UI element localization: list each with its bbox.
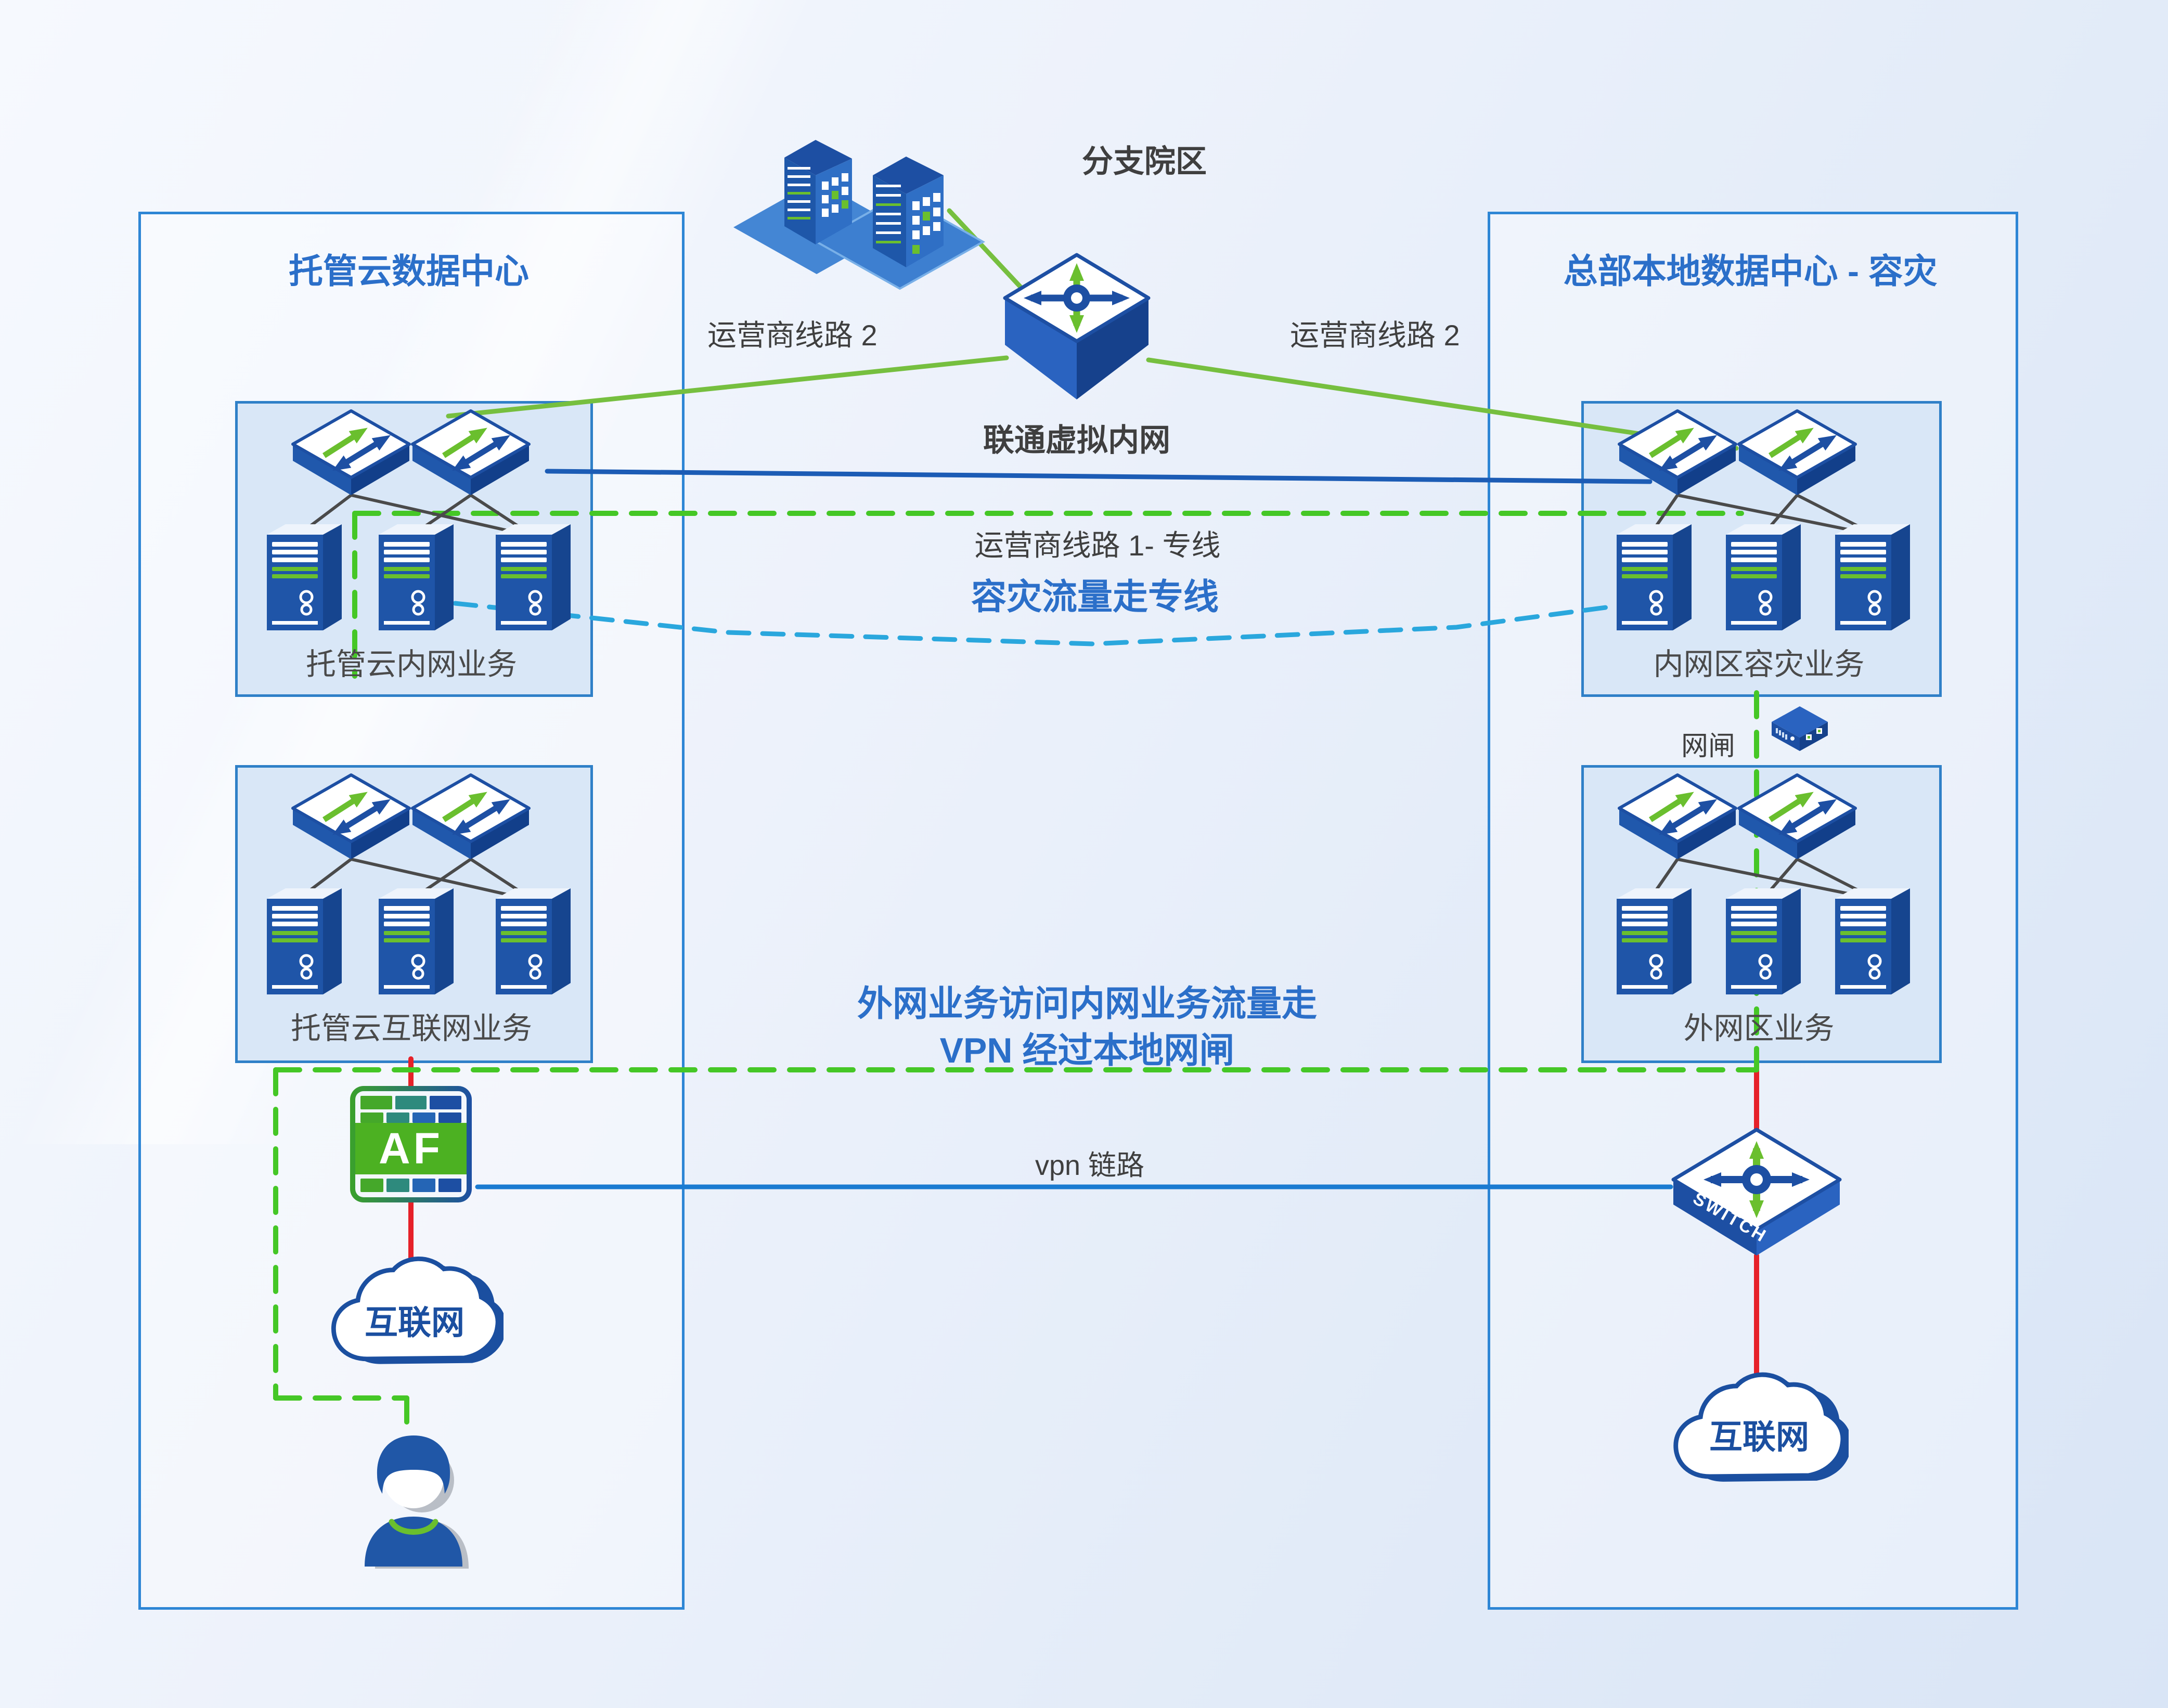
right-datacenter-title: 总部本地数据中心 - 容灾: [1563, 252, 1938, 290]
right-external-zone-label: 外网区业务: [1683, 1012, 1835, 1045]
carrier-line2-right-label: 运营商线路 2: [1290, 319, 1460, 352]
server-icon: [257, 883, 351, 1003]
server-icon: [486, 519, 580, 639]
server-icon: [257, 519, 351, 639]
right-dr-zone-label: 内网区容灾业务: [1653, 648, 1865, 681]
link-core-to-left: [446, 355, 1009, 419]
af-firewall-label: AF: [355, 1123, 467, 1174]
server-icon: [1826, 883, 1919, 1003]
server-icon: [369, 883, 463, 1003]
switch-icon: [1735, 407, 1860, 511]
carrier-line2-left-label: 运营商线路 2: [707, 319, 877, 352]
left-intranet-zone-label: 托管云内网业务: [305, 648, 517, 681]
user-person-icon: [335, 1415, 492, 1571]
branch-buildings-icon: [723, 117, 993, 294]
server-icon: [486, 883, 580, 1003]
gatekeeper-icon: [1769, 703, 1831, 763]
switch-icon: [289, 771, 414, 875]
switch-icon: [1615, 407, 1740, 511]
server-icon: [1717, 883, 1810, 1003]
af-firewall-icon: AF: [350, 1086, 472, 1202]
left-datacenter-title: 托管云数据中心: [289, 252, 529, 290]
firewall-bricks: [355, 1096, 467, 1109]
vpn-note-line1: 外网业务访问内网业务流量走: [857, 984, 1317, 1024]
switch-icon: [1615, 771, 1740, 875]
left-internet-zone-label: 托管云互联网业务: [290, 1012, 532, 1045]
server-icon: [1607, 519, 1701, 639]
carrier-line1-label: 运营商线路 1- 专线: [974, 529, 1221, 562]
switch-icon: [1735, 771, 1860, 875]
server-icon: [1607, 883, 1701, 1003]
server-icon: [1826, 519, 1919, 639]
server-icon: [1717, 519, 1810, 639]
firewall-bricks: [355, 1179, 467, 1192]
dashed-dr-traffic: [453, 601, 1608, 646]
switch-icon: [289, 407, 414, 511]
vpn-note: 外网业务访问内网业务流量走 VPN 经过本地网闸: [791, 981, 1384, 1075]
link-dedicated-line: [545, 469, 1653, 484]
internet-right-label: 互联网: [1709, 1418, 1809, 1456]
switch-icon: [408, 407, 533, 511]
dr-traffic-note: 容灾流量走专线: [971, 577, 1219, 617]
switch-icon: [408, 771, 533, 875]
vpn-note-line2: VPN 经过本地网闸: [939, 1030, 1235, 1070]
gatekeeper-label: 网闸: [1681, 731, 1736, 761]
branch-campus-label: 分支院区: [1082, 144, 1207, 179]
core-router-icon: [999, 249, 1155, 405]
internet-left-label: 互联网: [365, 1304, 464, 1341]
core-router-label: 联通虚拟内网: [983, 423, 1170, 458]
vpn-link-label: vpn 链路: [1035, 1150, 1145, 1181]
firewall-bricks: [355, 1112, 467, 1123]
server-icon: [369, 519, 463, 639]
